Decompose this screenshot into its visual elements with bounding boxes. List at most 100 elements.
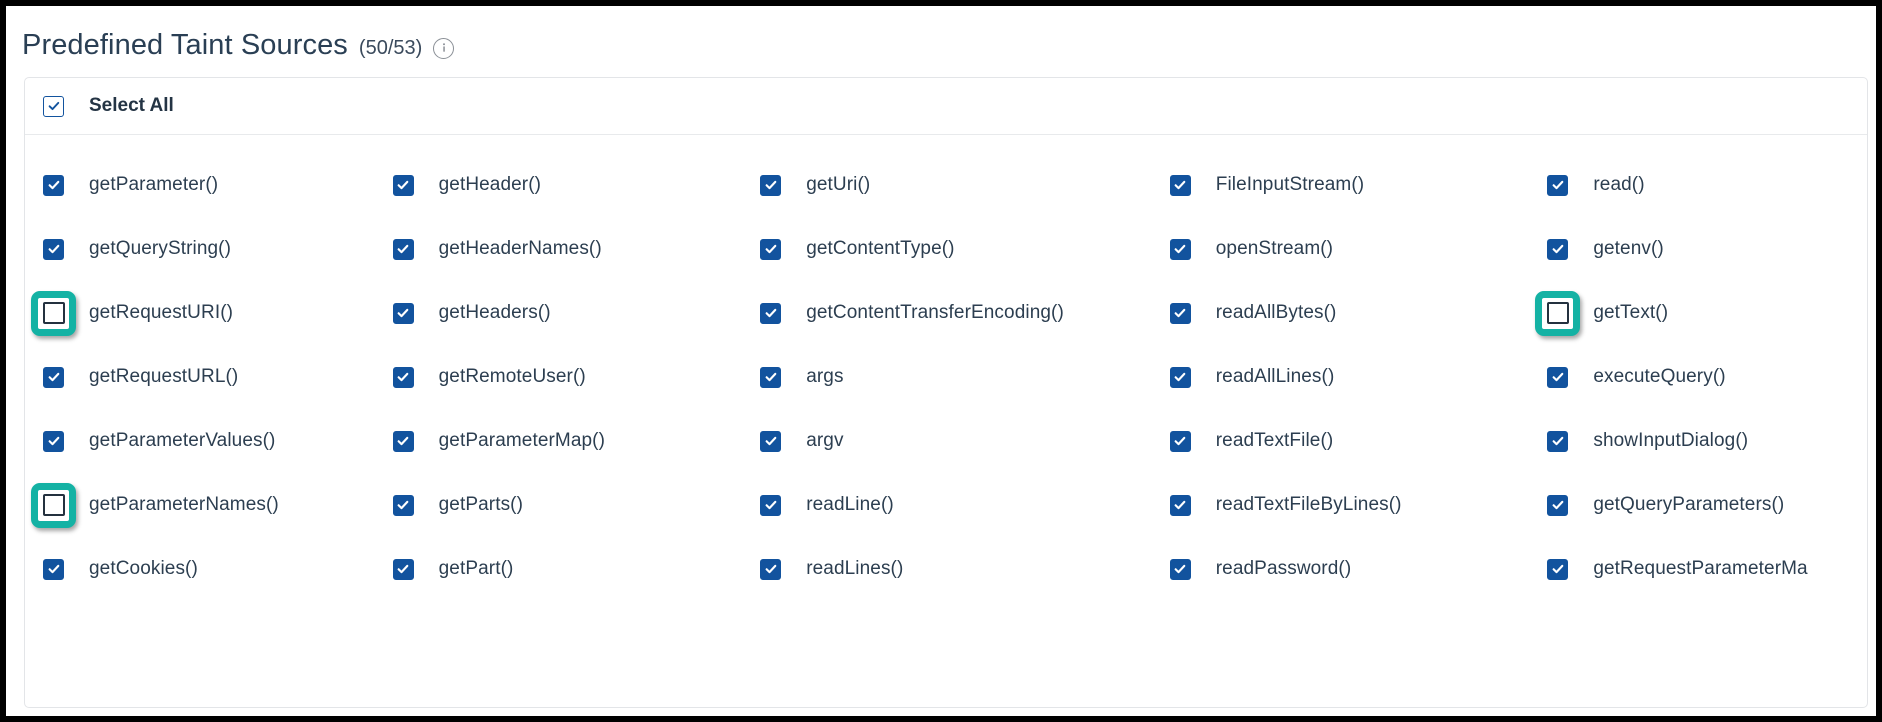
taint-source-item[interactable]: getRequestParameterMa (1547, 537, 1867, 601)
checkbox-checked-icon[interactable] (1547, 174, 1569, 196)
checkbox-checked-icon[interactable] (43, 366, 64, 388)
taint-source-checkbox-highlight-ring (1535, 290, 1581, 336)
taint-source-item[interactable]: readTextFile() (1169, 409, 1548, 473)
checkbox-checked-icon[interactable] (1547, 366, 1569, 388)
taint-source-checkbox-wrap (1169, 558, 1191, 580)
taint-source-checkbox-wrap (1547, 494, 1569, 516)
checkbox-checked-icon[interactable] (43, 174, 64, 196)
checkbox-checked-icon[interactable] (1547, 238, 1569, 260)
taint-source-item[interactable]: getParameterValues() (43, 409, 393, 473)
checkbox-checked-icon[interactable] (392, 174, 414, 196)
taint-source-item[interactable]: getCookies() (43, 537, 393, 601)
taint-source-item[interactable]: openStream() (1169, 217, 1548, 281)
taint-source-item[interactable]: getParts() (392, 473, 761, 537)
checkbox-checked-icon[interactable] (1169, 302, 1191, 324)
taint-source-item[interactable]: readLines() (760, 537, 1170, 601)
taint-source-item[interactable]: getenv() (1547, 217, 1867, 281)
taint-source-label: getText() (1593, 302, 1669, 323)
taint-source-item[interactable]: getHeaderNames() (392, 217, 761, 281)
taint-source-item[interactable]: getRequestURI() (31, 281, 393, 345)
checkbox-checked-icon[interactable] (1169, 174, 1191, 196)
taint-source-item[interactable]: getQueryParameters() (1547, 473, 1867, 537)
taint-source-checkbox-wrap (392, 430, 414, 452)
checkbox-checked-icon[interactable] (43, 430, 64, 452)
taint-source-checkbox-wrap (1169, 238, 1191, 260)
taint-source-item[interactable]: readTextFileByLines() (1169, 473, 1548, 537)
checkbox-checked-icon[interactable] (1169, 494, 1191, 516)
taint-source-checkbox-wrap (43, 238, 64, 260)
taint-source-item[interactable]: argv (760, 409, 1170, 473)
taint-source-item[interactable]: getParameter() (43, 153, 393, 217)
checkbox-checked-icon[interactable] (1169, 366, 1191, 388)
taint-source-checkbox-wrap (392, 302, 414, 324)
checkbox-checked-icon[interactable] (1169, 558, 1191, 580)
checkbox-checked-icon[interactable] (392, 302, 414, 324)
taint-source-checkbox-wrap (43, 430, 64, 452)
checkbox-checked-icon[interactable] (1547, 494, 1569, 516)
checkbox-checked-icon[interactable] (760, 366, 782, 388)
info-circle-icon[interactable] (433, 37, 455, 59)
taint-source-grid: getParameter()getQueryString() getRequest… (25, 135, 1867, 601)
taint-source-item[interactable]: showInputDialog() (1547, 409, 1867, 473)
checkbox-checked-icon[interactable] (392, 366, 414, 388)
checkbox-checked-icon[interactable] (760, 494, 782, 516)
taint-source-checkbox-wrap (43, 558, 64, 580)
checkbox-checked-icon[interactable] (43, 558, 64, 580)
taint-source-label: readAllBytes() (1215, 302, 1337, 323)
checkbox-checked-icon[interactable] (392, 238, 414, 260)
taint-source-column: getHeader()getHeaderNames()getHeaders() g… (392, 153, 761, 601)
taint-source-item[interactable]: FileInputStream() (1169, 153, 1548, 217)
checkbox-unchecked-icon[interactable] (42, 302, 65, 324)
taint-source-checkbox-wrap (43, 174, 64, 196)
checkbox-checked-icon[interactable] (392, 430, 414, 452)
taint-source-item[interactable]: getUri() (760, 153, 1170, 217)
taint-source-item[interactable]: getPart() (392, 537, 761, 601)
select-all-checkbox[interactable] (43, 95, 64, 117)
taint-source-item[interactable]: read() (1547, 153, 1867, 217)
checkbox-checked-icon[interactable] (1547, 558, 1569, 580)
taint-source-item[interactable]: readAllBytes() (1169, 281, 1548, 345)
taint-source-checkbox-wrap (760, 238, 782, 260)
checkbox-unchecked-icon[interactable] (42, 494, 65, 516)
checkbox-checked-icon[interactable] (1547, 430, 1569, 452)
select-all-label: Select All (89, 95, 174, 116)
checkbox-unchecked-icon[interactable] (1546, 302, 1569, 324)
taint-source-item[interactable]: getHeader() (392, 153, 761, 217)
taint-source-label: getCookies() (89, 558, 198, 579)
select-all-row[interactable]: Select All (25, 78, 1867, 135)
taint-source-item[interactable]: getHeaders() (392, 281, 761, 345)
taint-source-item[interactable]: getText() (1535, 281, 1867, 345)
taint-source-checkbox-wrap (392, 558, 414, 580)
taint-source-item[interactable]: readPassword() (1169, 537, 1548, 601)
checkbox-checked-icon[interactable] (760, 238, 782, 260)
taint-source-item[interactable]: readLine() (760, 473, 1170, 537)
taint-source-item[interactable]: getContentType() (760, 217, 1170, 281)
taint-source-item[interactable]: getRemoteUser() (392, 345, 761, 409)
taint-source-label: getPart() (438, 558, 514, 579)
checkbox-checked-icon[interactable] (760, 302, 782, 324)
checkbox-checked-icon[interactable] (1169, 238, 1191, 260)
checkbox-checked-icon[interactable] (43, 238, 64, 260)
taint-source-item[interactable]: getParameterNames() (31, 473, 393, 537)
taint-source-item[interactable]: getRequestURL() (43, 345, 393, 409)
checkbox-checked-icon[interactable] (760, 430, 782, 452)
taint-source-item[interactable]: getParameterMap() (392, 409, 761, 473)
checkbox-checked-icon[interactable] (392, 494, 414, 516)
taint-source-label: readLine() (806, 494, 894, 515)
taint-source-label: getRequestURI() (89, 302, 234, 323)
taint-source-item[interactable]: executeQuery() (1547, 345, 1867, 409)
taint-source-label: getenv() (1593, 238, 1664, 259)
taint-source-item[interactable]: getQueryString() (43, 217, 393, 281)
checkbox-checked-icon[interactable] (1169, 430, 1191, 452)
taint-source-item[interactable]: args (760, 345, 1170, 409)
taint-source-item[interactable]: readAllLines() (1169, 345, 1548, 409)
taint-source-item[interactable]: getContentTransferEncoding() (760, 281, 1170, 345)
taint-source-label: getParameterValues() (89, 430, 276, 451)
taint-source-checkbox-wrap (392, 174, 414, 196)
taint-source-checkbox-wrap (760, 174, 782, 196)
taint-source-label: getRemoteUser() (438, 366, 586, 387)
page-title: Predefined Taint Sources (22, 28, 348, 61)
checkbox-checked-icon[interactable] (760, 558, 782, 580)
checkbox-checked-icon[interactable] (760, 174, 782, 196)
checkbox-checked-icon[interactable] (392, 558, 414, 580)
